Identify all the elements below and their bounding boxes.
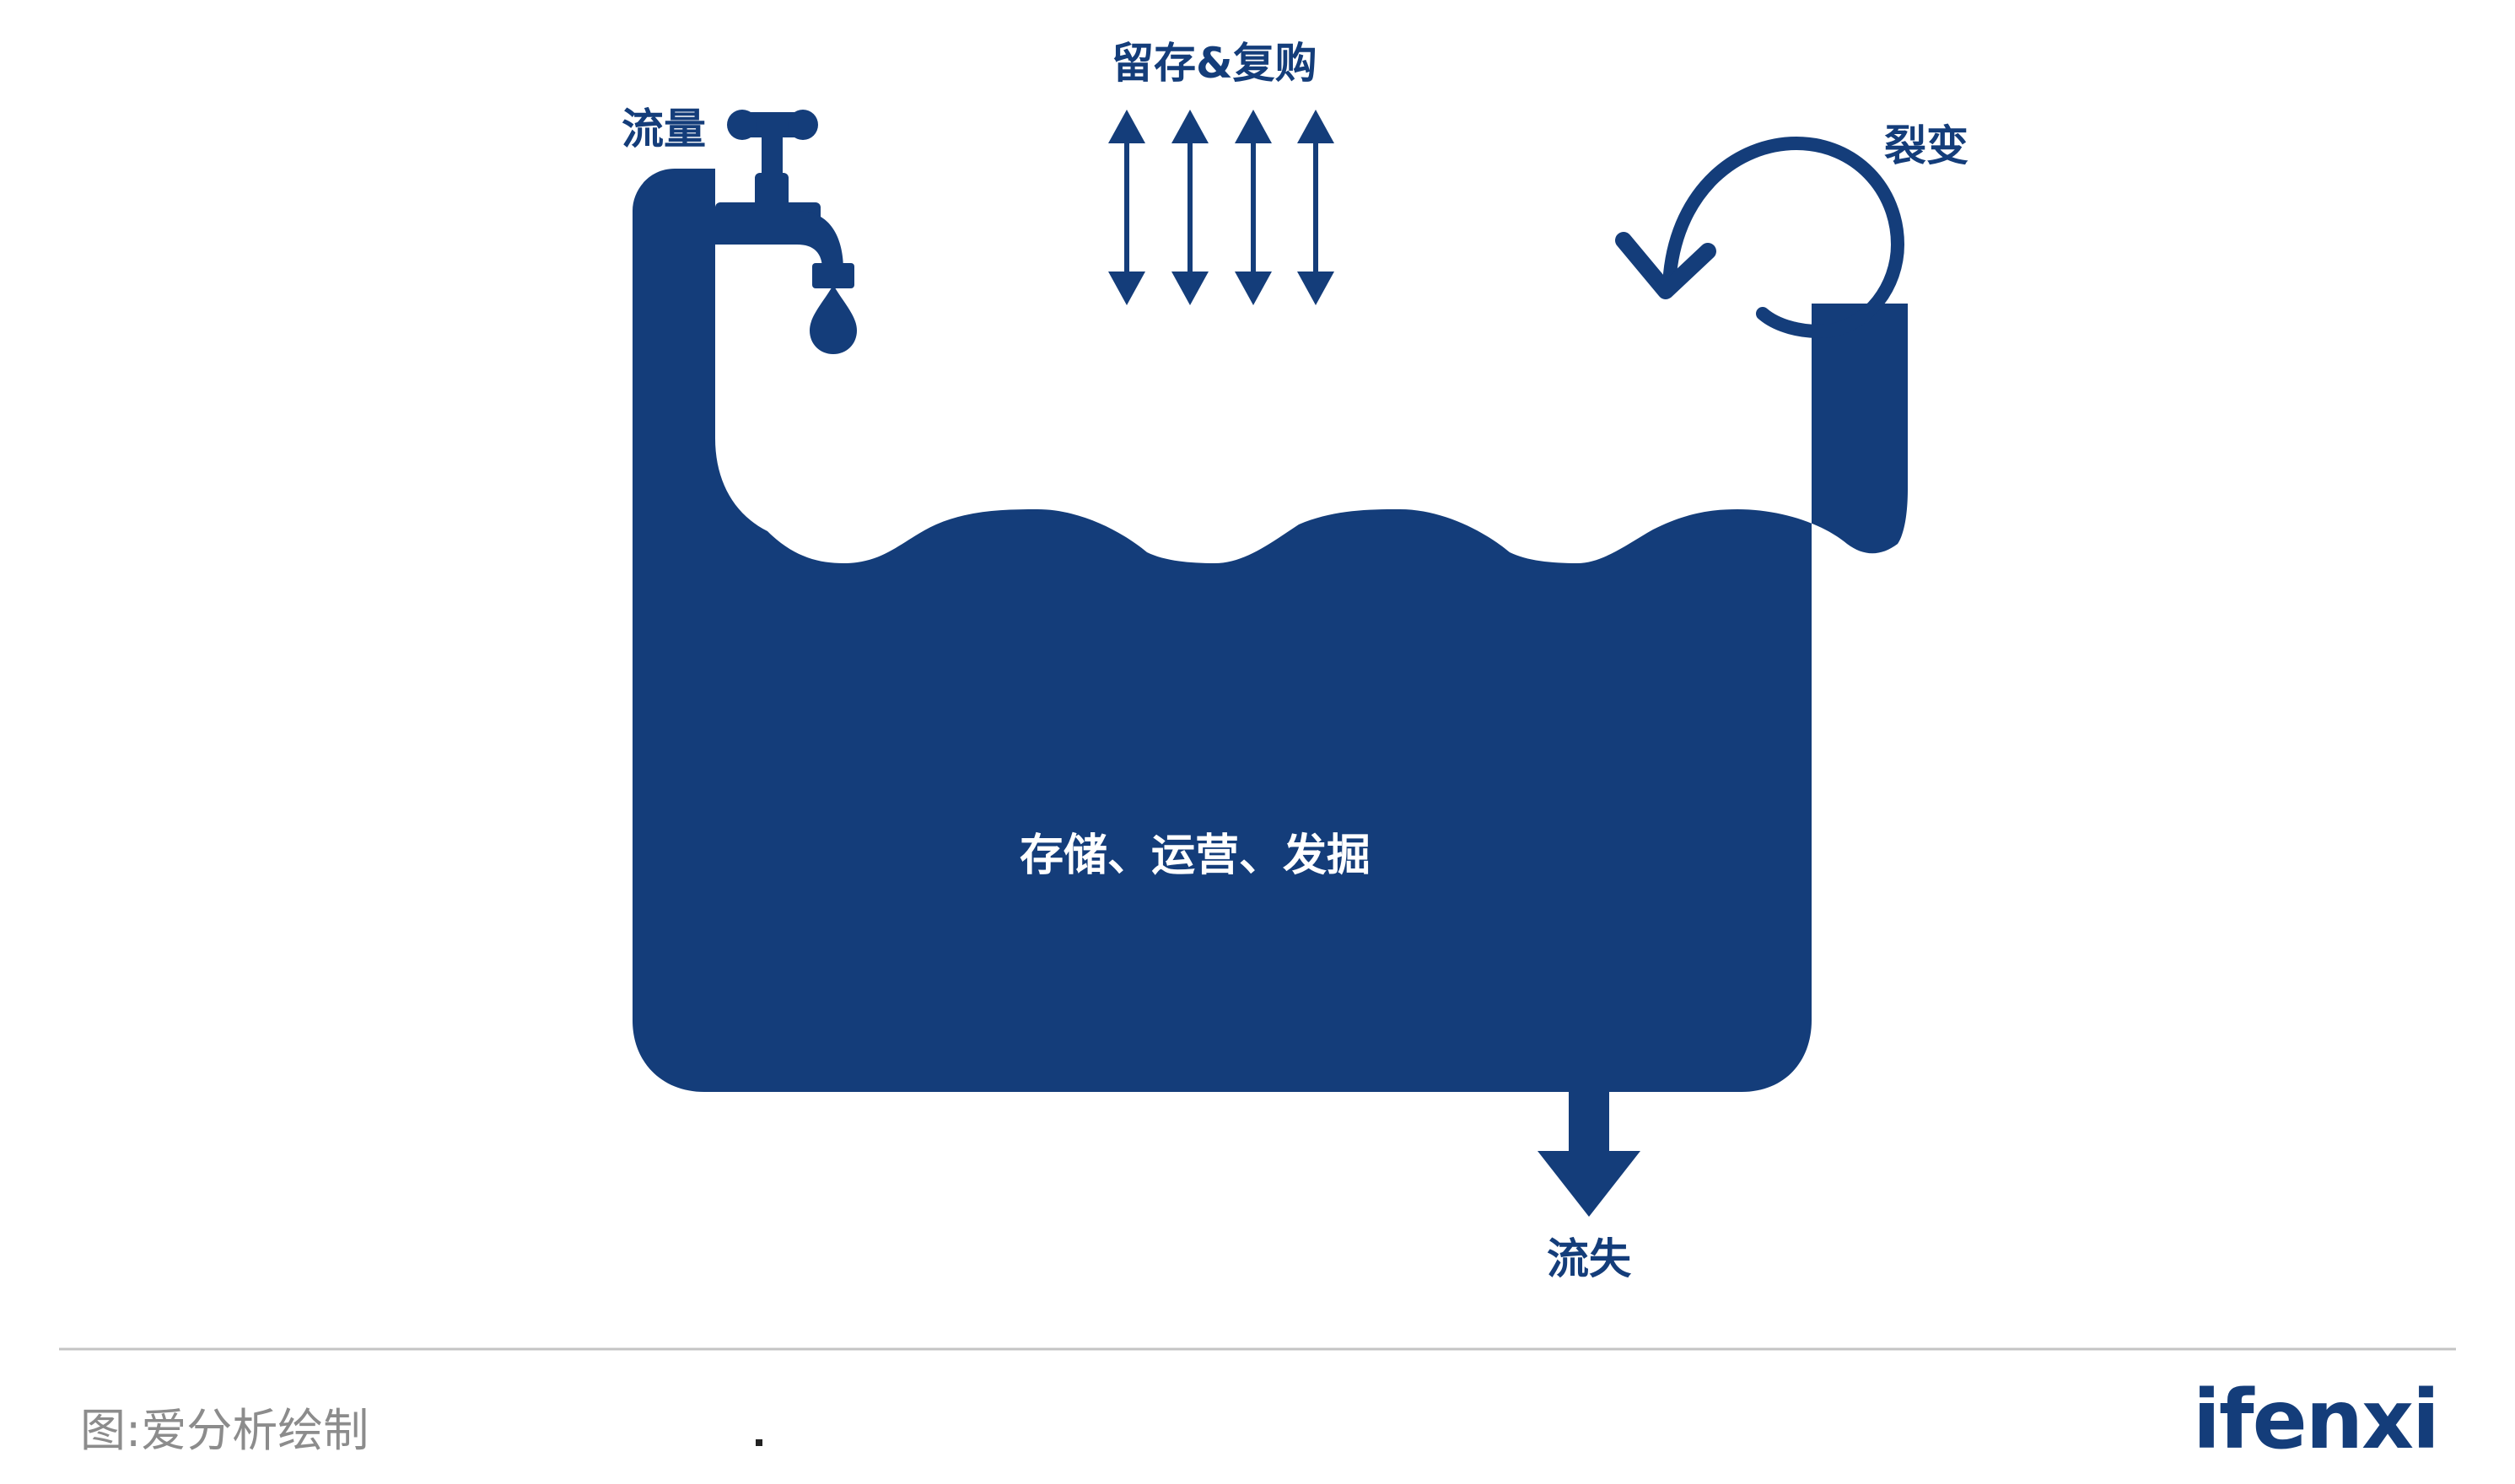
traffic-label: 流量 xyxy=(622,105,706,153)
double-headed-arrow-icon xyxy=(1108,110,1145,305)
double-headed-arrow-icon xyxy=(1171,110,1209,305)
dot-mark xyxy=(756,1439,762,1446)
down-arrow-icon xyxy=(1538,1088,1640,1217)
double-arrows-group xyxy=(1108,110,1334,305)
double-headed-arrow-icon xyxy=(1297,110,1334,305)
double-headed-arrow-icon xyxy=(1235,110,1272,305)
water-drop-icon xyxy=(810,285,857,354)
faucet-icon xyxy=(715,110,854,288)
churn-label: 流失 xyxy=(1547,1234,1632,1283)
circular-arrow-icon xyxy=(1615,136,1905,338)
ifenxi-logo: ifenxi xyxy=(2193,1373,2440,1467)
retention-label: 留存&复购 xyxy=(1112,39,1317,88)
pool-body xyxy=(633,169,1908,1092)
figure-caption: 图:爱分析绘制 xyxy=(80,1404,369,1457)
fission-label: 裂变 xyxy=(1884,121,1968,170)
center-label: 存储、运营、发掘 xyxy=(1020,831,1371,881)
